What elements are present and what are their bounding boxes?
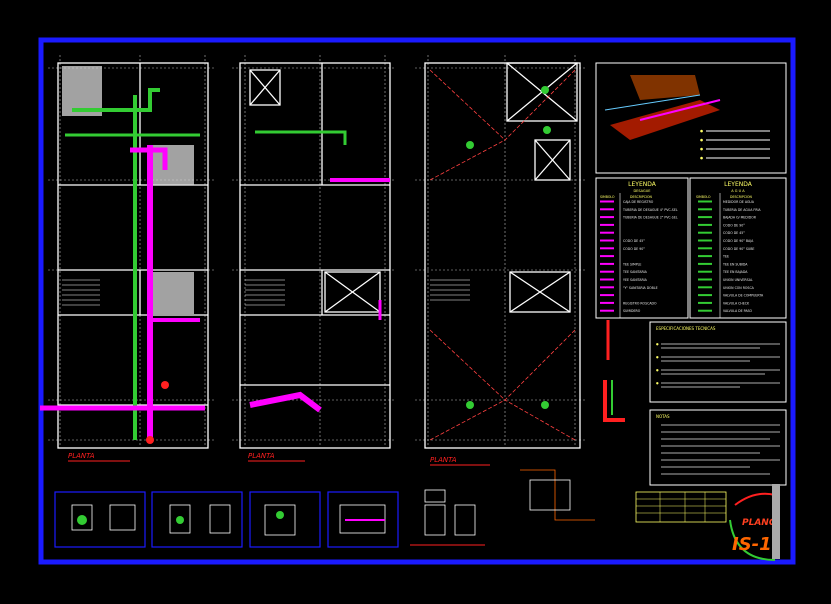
floor-plan-2: PLANTA bbox=[232, 55, 395, 462]
legend-item: CAJA DE REGISTRO bbox=[623, 200, 654, 204]
isometric-detail-box: ● ● ● ● bbox=[595, 62, 787, 174]
legend-item: UNION CON ROSCA bbox=[723, 286, 755, 290]
floor-plan-3: PLANTA bbox=[415, 55, 585, 466]
floor-plan-1: PLANTA bbox=[40, 55, 215, 462]
sheet-border bbox=[38, 37, 796, 565]
legend-item: CODO DE 45° bbox=[723, 231, 745, 235]
legend-item: CODO DE 90° BAJA bbox=[723, 239, 754, 243]
svg-text:DESCRIPCION: DESCRIPCION bbox=[630, 195, 652, 199]
svg-text:●: ● bbox=[700, 156, 703, 160]
bottom-details bbox=[54, 491, 399, 548]
legend-right-header: LEYENDA bbox=[724, 181, 753, 188]
legend-item: TEE bbox=[722, 255, 729, 259]
legend-item: TEE EN BAJADA bbox=[722, 270, 748, 274]
legend-item: TEE EN SUBIDA bbox=[722, 262, 748, 266]
svg-text:SIMBOLO: SIMBOLO bbox=[600, 195, 615, 199]
legend-item: "Y" SANITARIA DOBLE bbox=[623, 286, 658, 290]
legend-item: REGISTRO ROSCADO bbox=[623, 301, 657, 305]
legend-item: CODO DE 90° bbox=[723, 223, 745, 227]
plano-label: PLANO bbox=[742, 518, 777, 528]
svg-text:DESAGUE: DESAGUE bbox=[633, 189, 650, 193]
svg-text:●: ● bbox=[656, 381, 659, 385]
legend-item: UNION UNIVERSAL bbox=[723, 278, 753, 282]
legend-item: CODO DE 45° bbox=[623, 239, 645, 243]
legend-item: VALVULA DE PASO bbox=[723, 309, 753, 313]
legend-left-header: LEYENDA bbox=[628, 181, 657, 188]
plan3-title: PLANTA bbox=[430, 456, 457, 464]
legend-item: TEE SANITARIA bbox=[622, 270, 648, 274]
legend-item: SUMIDERO bbox=[623, 309, 641, 313]
legend-item: MEDIDOR DE AGUA bbox=[723, 200, 755, 204]
notes-title: NOTAS bbox=[656, 414, 670, 419]
plan2-title: PLANTA bbox=[248, 452, 275, 460]
legend-item: TUBERIA DE DESAGUE 2" PVC-SEL bbox=[622, 216, 678, 220]
legend-item: TUBERIA DE AGUA FRIA bbox=[722, 208, 761, 212]
svg-text:●: ● bbox=[656, 355, 659, 359]
legend-item: TUBERIA DE DESAGUE 4" PVC-SEL bbox=[622, 208, 678, 212]
svg-text:DESCRIPCION: DESCRIPCION bbox=[730, 195, 752, 199]
svg-text:A G U A: A G U A bbox=[731, 189, 745, 193]
title-stamp: PLANO IS-1 bbox=[729, 484, 780, 561]
legend-item: CODO DE 90° SUBE bbox=[723, 247, 754, 251]
svg-text:●: ● bbox=[656, 368, 659, 372]
spec-title: ESPECIFICACIONES TECNICAS bbox=[656, 326, 716, 331]
legend-item: CODO DE 90° bbox=[623, 247, 645, 251]
legend-item: BAJADA O/ MEDIDOR bbox=[723, 216, 757, 220]
hatched-area bbox=[62, 66, 102, 116]
svg-text:●: ● bbox=[700, 129, 703, 133]
riser-detail bbox=[603, 320, 625, 422]
meter-detail bbox=[424, 469, 595, 536]
svg-text:●: ● bbox=[656, 342, 659, 346]
svg-text:SIMBOLO: SIMBOLO bbox=[696, 195, 711, 199]
legend-item: TEE SIMPLE bbox=[622, 262, 641, 266]
plan1-title: PLANTA bbox=[68, 452, 95, 460]
legend-item: YEE SANITARIA bbox=[623, 278, 648, 282]
sheet-number: IS-1 bbox=[732, 534, 772, 555]
legend-item: VALVULA DE COMPUERTA bbox=[723, 294, 764, 298]
svg-text:●: ● bbox=[700, 147, 703, 151]
summary-table bbox=[635, 491, 727, 523]
legend-desague: LEYENDA DESAGUE SIMBOLO DESCRIPCION CAJA… bbox=[595, 177, 689, 319]
svg-text:●: ● bbox=[700, 138, 703, 142]
legend-agua: LEYENDA A G U A SIMBOLO DESCRIPCION MEDI… bbox=[689, 177, 787, 319]
specifications-notes: ESPECIFICACIONES TECNICAS ● ● ● ● NOTAS bbox=[649, 321, 787, 486]
legend-item: VALVULA CHECK bbox=[723, 301, 750, 305]
